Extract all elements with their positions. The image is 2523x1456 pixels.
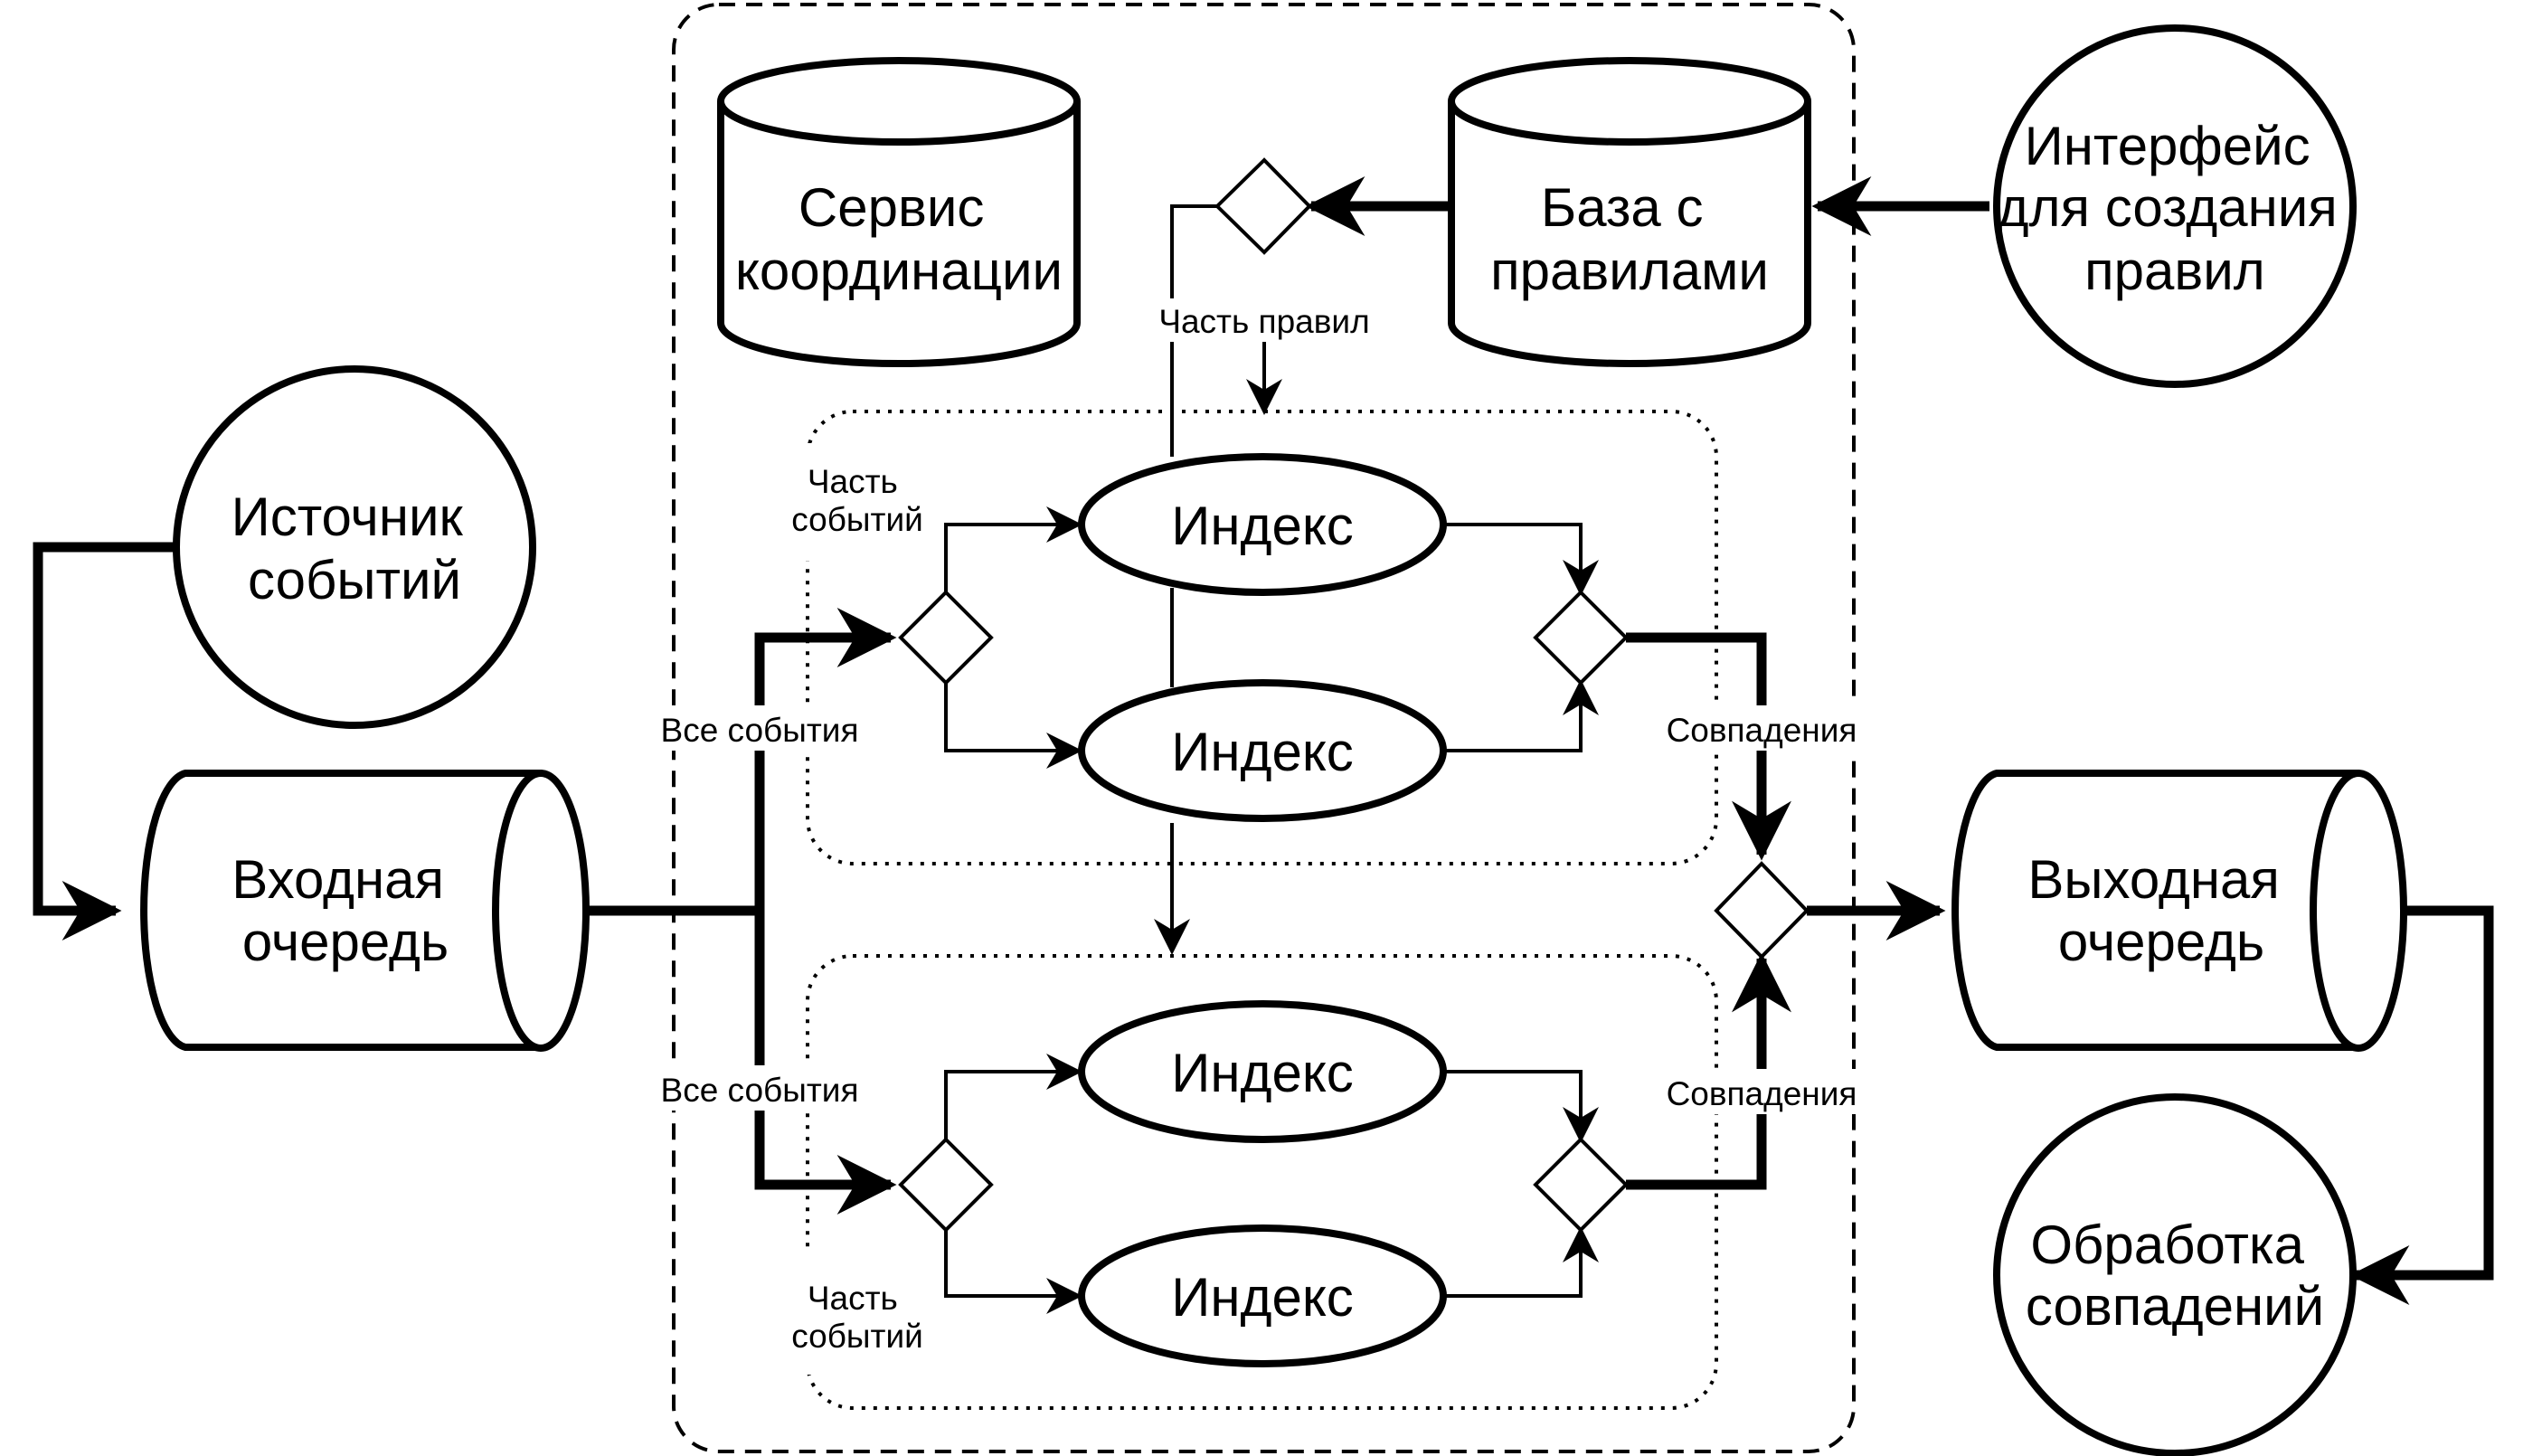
svg-text:Индекс: Индекс — [1171, 496, 1354, 556]
edge-matches-bottom — [1626, 952, 1791, 1190]
edge-output-to-processing — [2349, 905, 2494, 1305]
input-queue-node: Входная очередь — [140, 770, 590, 1052]
svg-text:Индекс: Индекс — [1171, 722, 1354, 782]
top-split-gate — [898, 590, 994, 685]
bottom-merge-gate — [1533, 1137, 1629, 1233]
top-merge-gate — [1533, 590, 1629, 685]
rules-ui-label: Интерфейс для создания правил — [1998, 116, 2353, 301]
events-part-top-label: Часть событий — [791, 463, 923, 538]
match-processing-label: Обработка совпадений — [2026, 1215, 2324, 1337]
rules-ui-node: Интерфейс для создания правил — [1993, 24, 2357, 388]
output-queue-node: Выходная очередь — [1951, 770, 2407, 1052]
events-part-bottom-label: Часть событий — [791, 1280, 923, 1355]
event-source-node: Источник событий — [173, 365, 536, 729]
rules-part-label: Часть правил — [1158, 303, 1369, 340]
edge-bus-top — [754, 608, 897, 911]
edge-rules-gate-left — [1170, 204, 1217, 457]
matches-top-label: Совпадения — [1667, 712, 1857, 749]
index-node-4: Индекс — [1078, 1224, 1447, 1367]
match-processing-node: Обработка совпадений — [1993, 1093, 2357, 1456]
edge-bus-bottom — [754, 911, 897, 1215]
output-join-gate — [1714, 861, 1810, 960]
event-source-label: Источник событий — [232, 487, 478, 610]
rules-db-label: База с правилами — [1490, 177, 1769, 301]
output-queue-label: Выходная очередь — [2027, 849, 2294, 972]
edge-source-to-input-queue — [33, 542, 176, 941]
all-events-top-label: Все события — [661, 712, 859, 749]
coordination-service-node: Сервис координации — [717, 57, 1081, 367]
rules-split-gate — [1214, 157, 1312, 255]
rules-db-node: База с правилами — [1448, 57, 1811, 367]
svg-text:Индекс: Индекс — [1171, 1267, 1354, 1328]
all-events-bottom-label: Все события — [661, 1072, 859, 1109]
svg-text:Индекс: Индекс — [1171, 1043, 1354, 1103]
index-node-2: Индекс — [1078, 679, 1447, 822]
matches-bottom-label: Совпадения — [1667, 1075, 1857, 1112]
coordination-service-label: Сервис координации — [735, 177, 1063, 301]
index-node-3: Индекс — [1078, 1000, 1447, 1143]
bottom-split-gate — [898, 1137, 994, 1233]
input-queue-label: Входная очередь — [232, 849, 458, 972]
edge-matches-top — [1626, 632, 1791, 861]
index-node-1: Индекс — [1078, 453, 1447, 596]
